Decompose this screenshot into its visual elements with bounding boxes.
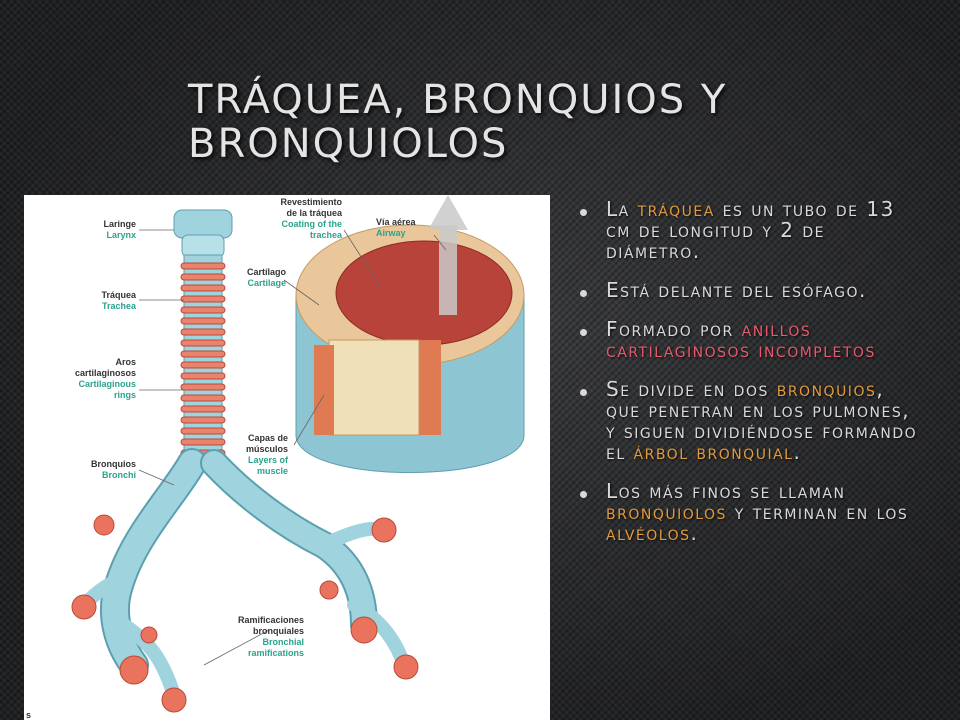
- cartilage-ring: [180, 317, 226, 325]
- label-ramifications: ramifications: [248, 648, 304, 658]
- cartilage-ring: [180, 262, 226, 270]
- cartilage-ring: [180, 295, 226, 303]
- highlighted-term: árbol bronquial: [633, 440, 794, 464]
- bullet-list: La tráquea es un tubo de 13 cm de longit…: [578, 197, 923, 563]
- bullet-text: Está delante del esófago.: [606, 278, 867, 302]
- highlighted-term: alvéolos: [606, 521, 691, 545]
- bullet-text: La: [606, 197, 638, 221]
- label-revestimiento: Revestimiento: [280, 197, 342, 207]
- label-coating-trachea: trachea: [310, 230, 343, 240]
- cartilage-ring: [180, 273, 226, 281]
- label-capas-de: Capas de: [248, 433, 288, 443]
- cartilage-ring: [180, 306, 226, 314]
- label-aros: Aros: [115, 357, 136, 367]
- bullet-item: Formado por anillos cartilaginosos incom…: [578, 317, 923, 362]
- cartilage-ring: [180, 328, 226, 336]
- cartilage-ring: [180, 405, 226, 413]
- trachea-diagram: Laringe Larynx Tráquea Trachea Aros cart…: [24, 195, 550, 720]
- label-airway: Airway: [376, 228, 406, 238]
- label-ramificaciones: Ramificaciones: [238, 615, 304, 625]
- cartilage-ring: [180, 372, 226, 380]
- slide-title: TRÁQUEA, BRONQUIOS Y BRONQUIOLOS: [188, 78, 888, 166]
- label-coating-of-the: Coating of the: [282, 219, 343, 229]
- leader-lines: [138, 229, 447, 666]
- label-via-aerea: Vía aérea: [376, 217, 417, 227]
- bullet-item: Los más finos se llaman bronquiolos y te…: [578, 479, 923, 545]
- label-trachea: Trachea: [102, 301, 137, 311]
- bullet-text: Los más finos se llaman: [606, 479, 846, 503]
- cartilage-ring: [180, 350, 226, 358]
- cartilage-ring: [180, 427, 226, 435]
- cartilage-ring: [180, 394, 226, 402]
- trachea-illustration: Laringe Larynx Tráquea Trachea Aros cart…: [26, 195, 525, 720]
- bullet-text: y terminan en los: [726, 500, 909, 524]
- label-cartilaginosos: cartilaginosos: [75, 368, 136, 378]
- cartilage-ring: [180, 361, 226, 369]
- bronchi-branches: [77, 448, 411, 702]
- corner-mark: s: [26, 710, 31, 720]
- cartilage-ring: [180, 383, 226, 391]
- bullet-item: La tráquea es un tubo de 13 cm de longit…: [578, 197, 923, 263]
- label-layers-of: Layers of: [248, 455, 289, 465]
- label-bronchi: Bronchi: [102, 470, 136, 480]
- highlighted-term: tráquea: [637, 197, 715, 221]
- slide-title-line-1: TRÁQUEA, BRONQUIOS Y: [188, 77, 728, 123]
- bullet-item: Se divide en dos bronquios, que penetran…: [578, 377, 923, 464]
- label-larynx: Larynx: [106, 230, 136, 240]
- trachea-cross-section: [295, 224, 525, 473]
- trachea-tube: [180, 254, 226, 466]
- bullet-text: Formado por: [606, 317, 742, 341]
- bullet-text: , que penetran en los pulmones, y siguen…: [606, 377, 918, 464]
- label-muscle: muscle: [257, 466, 288, 476]
- label-traquea: Tráquea: [101, 290, 137, 300]
- highlighted-term: anillos cartilaginosos incompletos: [606, 317, 876, 362]
- bronchial-ramification-tips: [71, 514, 419, 713]
- label-cartilaginous: Cartilaginous: [78, 379, 136, 389]
- label-laringe: Laringe: [103, 219, 136, 229]
- bullet-item: Está delante del esófago.: [578, 278, 923, 302]
- larynx-shape: [173, 209, 233, 258]
- slide-title-line-2: BRONQUIOLOS: [188, 121, 509, 167]
- label-bronchial: Bronchial: [262, 637, 304, 647]
- label-bronquios: Bronquios: [91, 459, 136, 469]
- label-de-la-traquea: de la tráquea: [286, 208, 343, 218]
- highlighted-term: bronquios: [776, 377, 877, 401]
- cartilage-ring: [180, 339, 226, 347]
- bullet-text: Se divide en dos: [606, 377, 777, 401]
- label-cartilago: Cartílago: [247, 267, 287, 277]
- bullet-text: es un tubo de 13 cm de longitud y 2 de d…: [606, 197, 895, 263]
- label-bronquiales: bronquiales: [253, 626, 304, 636]
- bullet-text: .: [793, 440, 802, 464]
- label-rings: rings: [114, 390, 136, 400]
- highlighted-term: bronquiolos: [606, 500, 727, 524]
- label-cartilage: Cartilage: [247, 278, 286, 288]
- bullet-text: .: [690, 521, 699, 545]
- label-musculos: músculos: [246, 444, 288, 454]
- cartilage-ring: [180, 438, 226, 446]
- cartilage-ring: [180, 284, 226, 292]
- cartilage-ring: [180, 416, 226, 424]
